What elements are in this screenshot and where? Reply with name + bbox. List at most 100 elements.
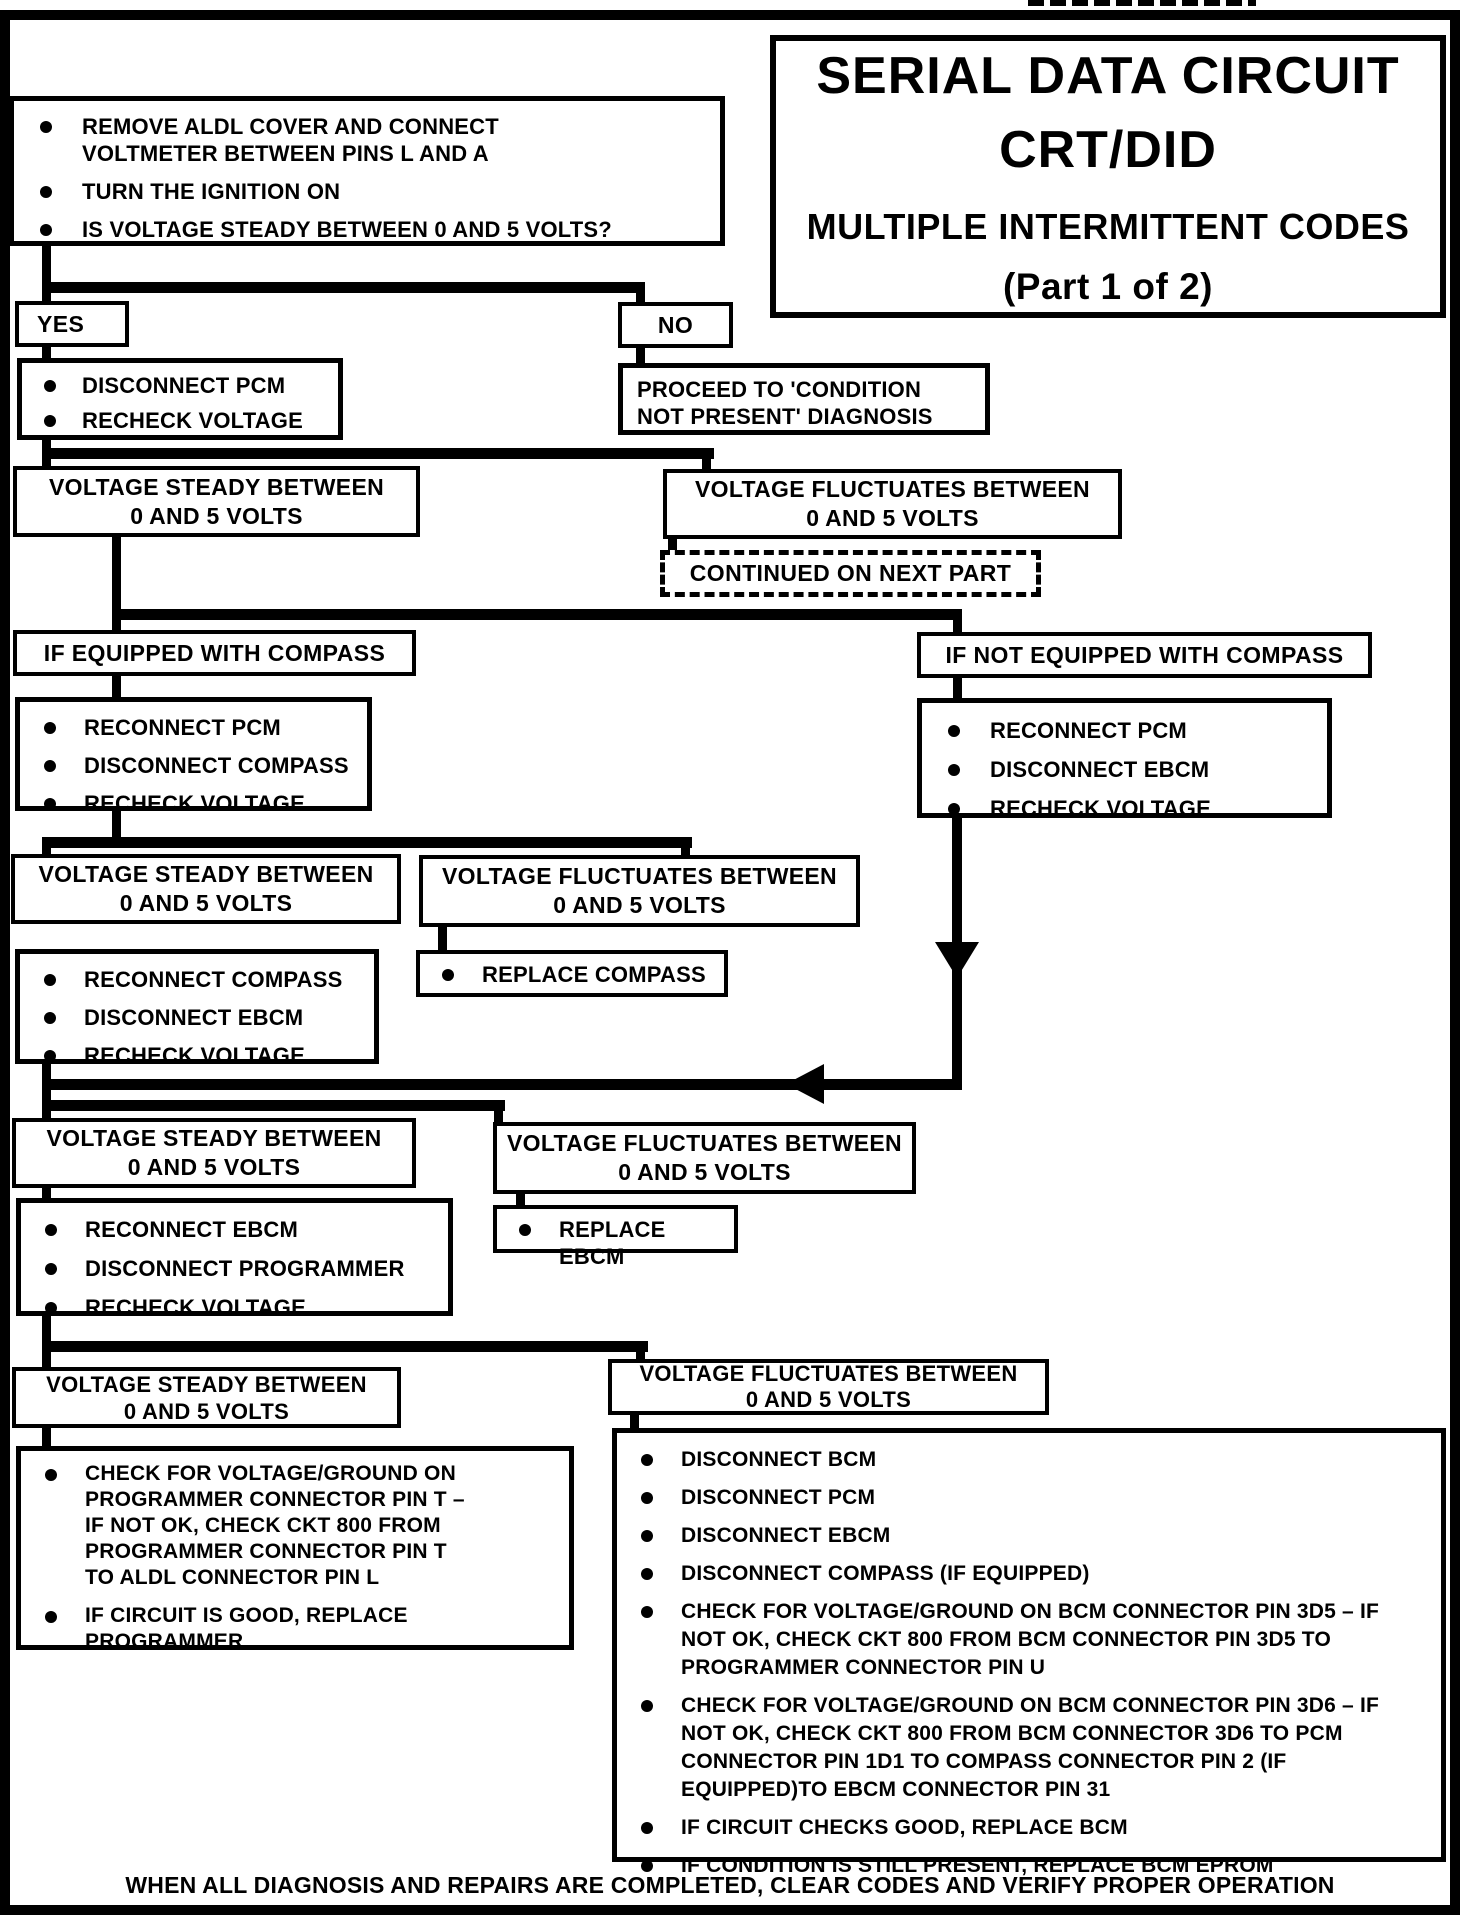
step-text: RECHECK VOLTAGE <box>990 796 1211 821</box>
bullet-icon <box>641 1822 653 1834</box>
footer-note: WHEN ALL DIAGNOSIS AND REPAIRS ARE COMPL… <box>125 1872 1335 1898</box>
continued-next-part-box: CONTINUED ON NEXT PART <box>660 550 1041 597</box>
list-item: RECHECK VOLTAGE <box>948 795 1321 822</box>
start-step-box: REMOVE ALDL COVER AND CONNECT VOLTMETER … <box>9 96 725 246</box>
step-text: RECHECK VOLTAGE <box>84 1043 305 1068</box>
voltage-fluctuates-box-4: VOLTAGE FLUCTUATES BETWEEN 0 AND 5 VOLTS <box>608 1359 1049 1415</box>
connector-line <box>42 1100 505 1111</box>
connector-line <box>42 344 51 361</box>
flow-arrow-down <box>935 942 979 978</box>
connector-line <box>681 845 690 858</box>
voltage-fluctuates-box-1: VOLTAGE FLUCTUATES BETWEEN 0 AND 5 VOLTS <box>663 469 1122 539</box>
no-label: NO <box>657 311 694 338</box>
list-item: DISCONNECT BCM <box>641 1446 1433 1474</box>
if-equipped-compass-box: IF EQUIPPED WITH COMPASS <box>13 630 416 676</box>
list-item: DISCONNECT EBCM <box>44 1004 368 1031</box>
bullet-icon <box>45 1469 57 1481</box>
page-title-line2: CRT/DID <box>999 120 1217 179</box>
bullet-icon <box>948 725 960 737</box>
reconnect-ebcm-programmer-box: RECONNECT EBCM DISCONNECT PROGRAMMER REC… <box>16 1198 453 1320</box>
connector-line <box>42 1184 51 1201</box>
connector-line <box>42 456 51 469</box>
bullet-icon <box>44 798 56 810</box>
branch-label: IF EQUIPPED WITH COMPASS <box>43 639 386 666</box>
list-item: DISCONNECT PROGRAMMER <box>45 1255 442 1282</box>
bullet-icon <box>641 1700 653 1712</box>
page-border <box>0 10 1460 1915</box>
list-item: IS VOLTAGE STEADY BETWEEN 0 AND 5 VOLTS? <box>40 216 710 243</box>
step-text: DISCONNECT EBCM <box>84 1005 304 1030</box>
connector-line <box>42 1341 648 1352</box>
bullet-icon <box>40 186 52 198</box>
step-text: IS VOLTAGE STEADY BETWEEN 0 AND 5 VOLTS? <box>82 217 612 242</box>
voltage-fluctuates-box-3: VOLTAGE FLUCTUATES BETWEEN 0 AND 5 VOLTS <box>493 1122 916 1194</box>
bullet-icon <box>40 121 52 133</box>
list-item: REPLACE EBCM <box>497 1209 734 1270</box>
proceed-diagnosis-box: PROCEED TO 'CONDITION NOT PRESENT' DIAGN… <box>618 363 990 435</box>
continued-label: CONTINUED ON NEXT PART <box>689 560 1012 586</box>
step-text: DISCONNECT PROGRAMMER <box>85 1256 405 1281</box>
connector-line <box>953 617 962 635</box>
connector-line <box>112 609 962 620</box>
list-item: DISCONNECT EBCM <box>641 1522 1433 1550</box>
step-text: RECONNECT PCM <box>990 718 1187 743</box>
connector-line <box>42 1424 51 1448</box>
connector-line <box>42 244 51 292</box>
connector-line <box>112 617 121 634</box>
connector-line <box>42 1349 51 1369</box>
page-edge-artifact <box>1028 0 1256 6</box>
bullet-icon <box>45 1263 57 1275</box>
step-text: DISCONNECT PCM <box>82 373 286 398</box>
connector-line <box>42 1313 51 1349</box>
bullet-icon <box>44 1012 56 1024</box>
bullet-icon <box>948 803 960 815</box>
list-item: REMOVE ALDL COVER AND CONNECT VOLTMETER … <box>40 113 710 167</box>
step-text: DISCONNECT EBCM <box>990 757 1210 782</box>
status-line: 0 AND 5 VOLTS <box>618 1159 791 1185</box>
title-box: SERIAL DATA CIRCUIT CRT/DID MULTIPLE INT… <box>770 35 1446 318</box>
status-line: VOLTAGE STEADY BETWEEN <box>46 1371 367 1397</box>
status-line: 0 AND 5 VOLTS <box>119 890 293 916</box>
voltage-steady-box-4: VOLTAGE STEADY BETWEEN 0 AND 5 VOLTS <box>12 1367 401 1428</box>
step-text: IF CIRCUIT IS GOOD, REPLACE PROGRAMMER <box>85 1604 408 1653</box>
status-line: VOLTAGE FLUCTUATES BETWEEN <box>639 1361 1018 1386</box>
step-text: RECONNECT EBCM <box>85 1217 299 1242</box>
bullet-icon <box>641 1568 653 1580</box>
step-text: REMOVE ALDL COVER AND CONNECT VOLTMETER … <box>82 114 499 166</box>
list-item: IF CIRCUIT CHECKS GOOD, REPLACE BCM <box>641 1814 1433 1842</box>
connector-line <box>636 1349 645 1362</box>
bullet-icon <box>641 1860 653 1872</box>
list-item: RECHECK VOLTAGE <box>44 407 332 434</box>
bullet-icon <box>45 1302 57 1314</box>
list-item: CHECK FOR VOLTAGE/GROUND ON PROGRAMMER C… <box>45 1461 563 1591</box>
reconnect-pcm-ebcm-box: RECONNECT PCM DISCONNECT EBCM RECHECK VO… <box>917 698 1332 821</box>
status-line: VOLTAGE FLUCTUATES BETWEEN <box>695 476 1090 502</box>
page-subtitle: MULTIPLE INTERMITTENT CODES <box>806 205 1410 247</box>
list-item: RECHECK VOLTAGE <box>45 1294 442 1321</box>
connector-line <box>494 1107 503 1125</box>
bullet-icon <box>641 1606 653 1618</box>
flow-arrow-left <box>786 1064 824 1104</box>
voltage-fluctuates-box-2: VOLTAGE FLUCTUATES BETWEEN 0 AND 5 VOLTS <box>419 855 860 927</box>
status-line: VOLTAGE FLUCTUATES BETWEEN <box>507 1130 902 1156</box>
bullet-icon <box>45 1611 57 1623</box>
reconnect-compass-ebcm-box: RECONNECT COMPASS DISCONNECT EBCM RECHEC… <box>15 949 379 1068</box>
list-item: DISCONNECT EBCM <box>948 756 1321 783</box>
step-text: DISCONNECT PCM <box>681 1486 876 1509</box>
bullet-icon <box>40 224 52 236</box>
bullet-icon <box>442 969 454 981</box>
connector-line <box>516 1191 525 1208</box>
status-line: 0 AND 5 VOLTS <box>123 1398 290 1424</box>
if-not-equipped-compass-box: IF NOT EQUIPPED WITH COMPASS <box>917 632 1372 678</box>
connector-line <box>438 924 447 953</box>
status-line: 0 AND 5 VOLTS <box>130 502 303 529</box>
list-item: REPLACE COMPASS <box>420 954 724 988</box>
page-title: SERIAL DATA CIRCUIT <box>816 46 1400 105</box>
connector-line <box>112 535 121 617</box>
connector-line <box>42 837 692 848</box>
connector-line <box>636 345 645 366</box>
step-text: DISCONNECT COMPASS <box>84 753 349 778</box>
connector-line <box>42 448 714 459</box>
bullet-icon <box>44 415 56 427</box>
disconnect-pcm-box: DISCONNECT PCM RECHECK VOLTAGE <box>17 358 343 440</box>
